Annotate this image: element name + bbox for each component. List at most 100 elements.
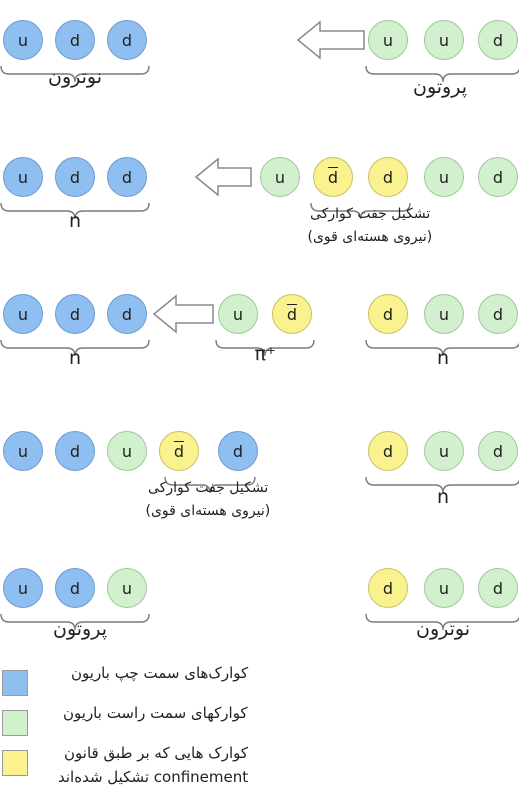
quark-d-yellow: d <box>368 157 408 197</box>
baryon-label: n <box>69 210 82 232</box>
quark-flavor: d <box>492 441 504 461</box>
pair-creation-note: (نیروی هسته‌ای قوی) <box>307 229 433 245</box>
baryon-label: n <box>69 347 82 369</box>
quark-flavor: d <box>492 30 504 50</box>
grouping-brace <box>365 65 519 83</box>
quark-flavor: u <box>438 441 450 461</box>
quark-d-green: d <box>478 294 518 334</box>
quark-flavor: d <box>327 167 339 187</box>
quark-flavor: d <box>121 304 133 324</box>
quark-u-blue: u <box>3 431 43 471</box>
quark-flavor: d <box>492 304 504 324</box>
quark-u-green: u <box>218 294 258 334</box>
quark-u-green: u <box>424 431 464 471</box>
legend-swatch-blue <box>2 670 28 696</box>
grouping-brace <box>0 65 150 83</box>
quark-d-blue: d <box>107 20 147 60</box>
quark-u-green: u <box>424 157 464 197</box>
grouping-brace <box>164 476 256 494</box>
transition-arrow <box>194 157 252 197</box>
antiquark-d-yellow: d <box>313 157 353 197</box>
grouping-brace <box>365 613 519 631</box>
transition-arrow <box>296 20 365 60</box>
quark-flavor: u <box>17 441 29 461</box>
quark-flavor: d <box>69 30 81 50</box>
grouping-brace <box>365 339 519 357</box>
quark-d-blue: d <box>55 568 95 608</box>
quark-flavor: u <box>274 167 286 187</box>
quark-flavor: d <box>382 441 394 461</box>
quark-flavor: u <box>17 578 29 598</box>
quark-flavor: u <box>17 304 29 324</box>
quark-u-green: u <box>424 294 464 334</box>
grouping-brace <box>0 202 150 220</box>
quark-d-blue: d <box>107 294 147 334</box>
quark-d-green: d <box>478 568 518 608</box>
grouping-brace <box>215 339 315 357</box>
quark-d-yellow: d <box>368 431 408 471</box>
quark-u-blue: u <box>3 294 43 334</box>
quark-u-blue: u <box>3 568 43 608</box>
quark-flavor: d <box>492 578 504 598</box>
baryon-label: پروتون <box>413 76 468 98</box>
baryon-label: π⁺ <box>254 343 276 365</box>
quark-flavor: d <box>121 167 133 187</box>
quark-flavor: d <box>286 304 298 324</box>
quark-flavor: u <box>17 30 29 50</box>
quark-u-blue: u <box>3 20 43 60</box>
legend-text: confinement تشکیل شده‌اند <box>58 768 249 786</box>
quark-flavor: u <box>121 441 133 461</box>
quark-flavor: u <box>438 578 450 598</box>
quark-d-yellow: d <box>368 568 408 608</box>
transition-arrow <box>152 294 214 334</box>
quark-flavor: u <box>438 30 450 50</box>
quark-flavor: d <box>382 304 394 324</box>
baryon-label: نوترون <box>416 618 471 640</box>
quark-u-green: u <box>107 568 147 608</box>
quark-flavor: d <box>69 304 81 324</box>
quark-u-green: u <box>424 20 464 60</box>
baryon-label: نوترون <box>48 66 103 88</box>
quark-u-blue: u <box>3 157 43 197</box>
quark-d-blue: d <box>218 431 258 471</box>
grouping-brace <box>365 476 519 494</box>
antiquark-d-yellow: d <box>159 431 199 471</box>
quark-flavor: d <box>121 30 133 50</box>
quark-flavor: d <box>382 167 394 187</box>
quark-u-green: u <box>368 20 408 60</box>
quark-flavor: u <box>382 30 394 50</box>
quark-flavor: d <box>69 578 81 598</box>
quark-flavor: d <box>492 167 504 187</box>
baryon-label: پروتون <box>53 618 108 640</box>
quark-flavor: u <box>438 167 450 187</box>
baryon-label: n <box>437 486 450 508</box>
quark-flavor: d <box>232 441 244 461</box>
quark-flavor: d <box>69 441 81 461</box>
legend-text: کوارکهای سمت راست باریون <box>63 704 248 722</box>
quark-u-green: u <box>424 568 464 608</box>
quark-d-blue: d <box>55 157 95 197</box>
quark-d-yellow: d <box>368 294 408 334</box>
grouping-brace <box>0 339 150 357</box>
quark-flavor: u <box>232 304 244 324</box>
grouping-brace <box>0 613 150 631</box>
legend-text: کوارک‌های سمت چپ باریون <box>71 664 249 682</box>
quark-flavor: d <box>69 167 81 187</box>
quark-flavor: u <box>438 304 450 324</box>
legend-swatch-yellow <box>2 750 28 776</box>
baryon-label: n <box>437 347 450 369</box>
antiquark-d-yellow: d <box>272 294 312 334</box>
quark-d-green: d <box>478 431 518 471</box>
quark-flavor: d <box>382 578 394 598</box>
quark-flavor: u <box>17 167 29 187</box>
quark-d-blue: d <box>55 431 95 471</box>
quark-flavor: u <box>121 578 133 598</box>
quark-d-blue: d <box>55 20 95 60</box>
pair-creation-note: تشکیل جفت کوارکی <box>148 480 269 496</box>
pair-creation-note: تشکیل جفت کوارکی <box>310 206 431 222</box>
quark-u-green: u <box>260 157 300 197</box>
quark-d-blue: d <box>107 157 147 197</box>
legend-text: کوارک هایی که بر طبق قانون <box>64 744 249 762</box>
quark-d-green: d <box>478 20 518 60</box>
